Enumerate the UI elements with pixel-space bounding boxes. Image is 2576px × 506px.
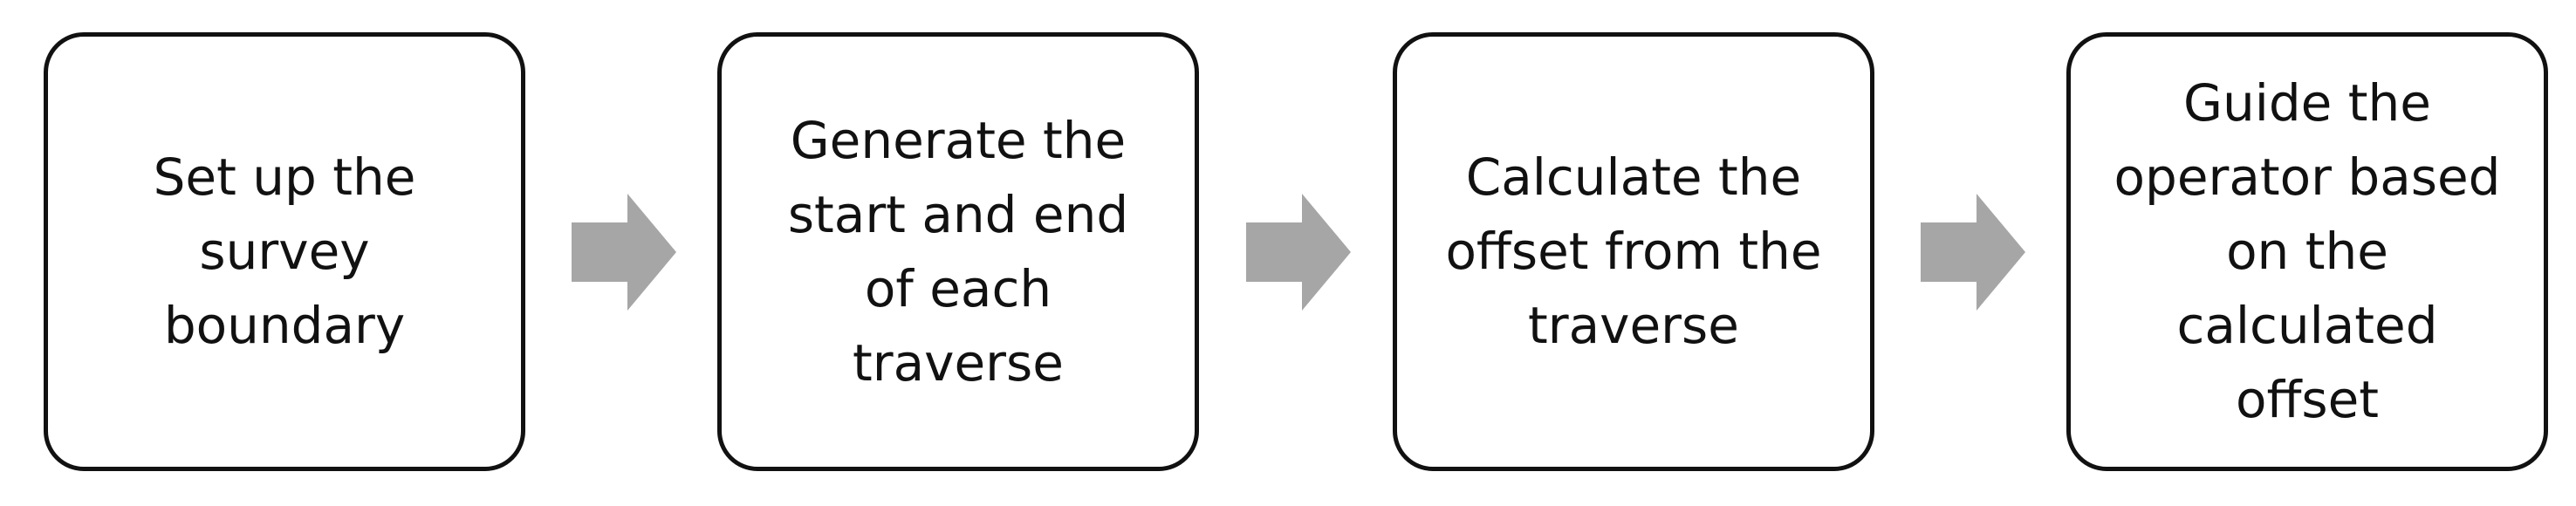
step-2-box: Generate the start and end of each trave… (717, 32, 1199, 471)
step-2-text: Generate the start and end of each trave… (787, 110, 1129, 393)
step-3-box: Calculate the offset from the traverse (1393, 32, 1874, 471)
right-arrow-icon (572, 194, 676, 311)
right-arrow-icon (1921, 194, 2025, 311)
right-arrow-icon-shape (1246, 194, 1351, 311)
step-4-box: Guide the operator based on the calculat… (2066, 32, 2548, 471)
step-4-text: Guide the operator based on the calculat… (2114, 73, 2501, 429)
right-arrow-icon (1246, 194, 1351, 311)
step-1-box: Set up the survey boundary (44, 32, 525, 471)
right-arrow-icon-shape (572, 194, 676, 311)
step-1-text: Set up the survey boundary (153, 147, 416, 355)
step-3-text: Calculate the offset from the traverse (1445, 147, 1822, 355)
right-arrow-icon-shape (1921, 194, 2025, 311)
